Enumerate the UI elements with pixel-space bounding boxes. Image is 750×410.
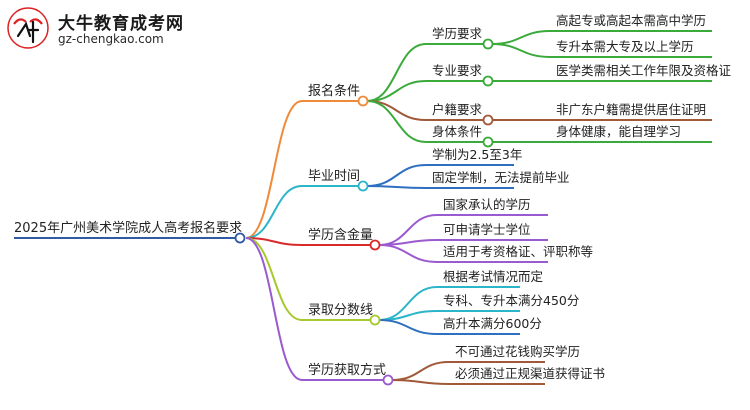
child-connector (366, 100, 427, 121)
site-logo[interactable]: 大牛教育成考网 gz-chengkao.com (6, 6, 196, 52)
child-label: 户籍要求 (432, 102, 483, 117)
branch-connector (245, 237, 303, 246)
leaf-label: 医学类需相关工作年限及资格证 (556, 63, 732, 78)
child-connector (378, 310, 438, 321)
child-connector (366, 100, 427, 143)
child-label: 国家承认的学历 (443, 197, 531, 212)
child-label: 必须通过正规渠道获得证书 (455, 366, 605, 381)
child-connector (378, 244, 438, 263)
branch-connector (245, 237, 303, 381)
child-label: 高升本满分600分 (443, 316, 542, 331)
child-label: 适用于考资格证、评职称等 (443, 244, 593, 259)
leaf-label: 高起专或高起本需高中学历 (556, 13, 706, 28)
branch-label: 学历含金量 (308, 227, 373, 243)
child-label: 专业要求 (432, 63, 483, 78)
child-label: 固定学制，无法提前毕业 (432, 170, 570, 185)
node-knob (482, 75, 494, 87)
leaf-label: 非广东户籍需提供居住证明 (556, 102, 706, 117)
child-label: 根据考试情况而定 (443, 269, 543, 284)
branch-label: 毕业时间 (308, 169, 360, 184)
child-connector (366, 43, 427, 102)
node-knob (382, 374, 394, 386)
branch-label: 报名条件 (308, 83, 360, 99)
branch-connector (245, 237, 303, 321)
child-connector (391, 361, 450, 381)
ox-logo-icon (7, 7, 49, 49)
site-url: gz-chengkao.com (58, 32, 164, 46)
leaf-label: 专升本需大专及以上学历 (556, 39, 694, 54)
leaf-label: 身体健康，能自理学习 (556, 124, 681, 139)
leaf-connector (491, 43, 551, 58)
child-connector (378, 319, 438, 335)
node-knob (369, 239, 381, 251)
child-label: 不可通过花钱购买学历 (455, 344, 580, 359)
node-knob (357, 180, 369, 192)
node-knob (357, 95, 369, 107)
branch-label: 学历获取方式 (308, 362, 386, 378)
node-knob (482, 114, 494, 126)
child-connector (366, 164, 427, 187)
node-knob (369, 314, 381, 326)
child-connector (366, 80, 427, 102)
child-label: 身体条件 (432, 124, 482, 139)
child-connector (366, 185, 427, 189)
branch-connector (245, 100, 303, 239)
child-label: 专科、专升本满分450分 (443, 293, 579, 308)
child-label: 学历要求 (432, 26, 483, 41)
root-node-label: 2025年广州美术学院成人高考报名要求 (14, 220, 242, 236)
node-knob (482, 136, 494, 148)
child-connector (378, 239, 438, 246)
child-label: 学制为2.5至3年 (432, 147, 522, 162)
child-connector (391, 379, 450, 385)
node-knob (482, 38, 494, 50)
leaf-connector (491, 30, 551, 45)
child-label: 可申请学士学位 (443, 222, 531, 237)
branch-label: 录取分数线 (308, 303, 373, 318)
branch-connector (245, 185, 303, 239)
site-logo-text: 大牛教育成考网 (58, 14, 184, 34)
root-knob (234, 232, 246, 244)
